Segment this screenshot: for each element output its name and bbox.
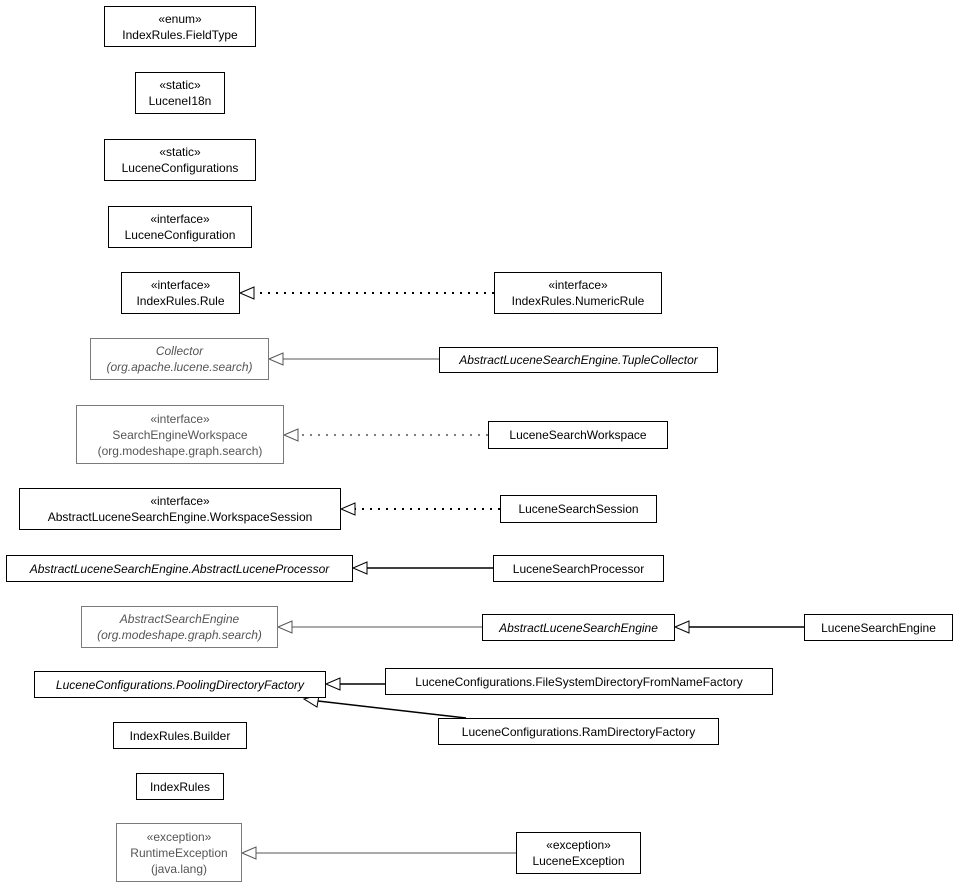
class-name: AbstractLuceneSearchEngine: [499, 620, 658, 635]
class-pooling-directory-factory[interactable]: LuceneConfigurations.PoolingDirectoryFac…: [34, 671, 326, 698]
class-name: Collector: [155, 344, 204, 358]
edge-luceneex-runtimeex: [240, 846, 516, 860]
class-name: AbstractSearchEngine: [119, 612, 240, 626]
class-name: IndexRules.Builder: [129, 728, 231, 743]
edge-lsprocessor-absprocessor: [351, 561, 493, 575]
class-runtime-exception[interactable]: «exception» RuntimeException (java.lang): [116, 823, 242, 882]
class-abstract-search-engine[interactable]: AbstractSearchEngine (org.modeshape.grap…: [81, 606, 278, 648]
class-name: LuceneConfigurations.FileSystemDirectory…: [415, 674, 743, 689]
class-lucene-search-workspace[interactable]: LuceneSearchWorkspace: [488, 421, 668, 449]
class-lucene-search-processor[interactable]: LuceneSearchProcessor: [493, 555, 664, 582]
class-ram-directory-factory[interactable]: LuceneConfigurations.RamDirectoryFactory: [438, 718, 719, 745]
class-name: AbstractLuceneSearchEngine.TupleCollecto…: [459, 353, 698, 367]
class-name: IndexRules: [149, 779, 211, 794]
interface-workspace-session[interactable]: «interface» AbstractLuceneSearchEngine.W…: [19, 488, 341, 530]
edge-numericrule-rule: [238, 286, 494, 300]
stereotype-label: «interface»: [150, 278, 211, 292]
package-label: (org.modeshape.graph.search): [97, 628, 262, 642]
stereotype-label: «exception»: [146, 829, 212, 844]
class-name: LuceneConfiguration: [124, 228, 236, 242]
class-lucene-configurations[interactable]: «static» LuceneConfigurations: [104, 139, 256, 181]
edge-fsfactory-pooling: [324, 677, 385, 691]
stereotype-label: «static»: [159, 145, 201, 159]
class-abstract-lucene-search-engine[interactable]: AbstractLuceneSearchEngine: [482, 614, 675, 641]
class-lucene-search-session[interactable]: LuceneSearchSession: [500, 495, 657, 523]
stereotype-label: «static»: [159, 78, 201, 92]
class-name: LuceneConfigurations.RamDirectoryFactory: [461, 724, 696, 739]
class-name: IndexRules.NumericRule: [511, 294, 645, 308]
edge-tuplecollector-collector: [267, 352, 439, 366]
class-name: LuceneI18n: [148, 94, 212, 108]
interface-search-engine-workspace[interactable]: «interface» SearchEngineWorkspace (org.m…: [76, 405, 284, 464]
class-indexrules-builder[interactable]: IndexRules.Builder: [113, 722, 247, 749]
class-name: LuceneSearchEngine: [821, 620, 936, 635]
edge-lsworkspace-seworkspace: [282, 428, 488, 442]
class-name: RuntimeException: [130, 845, 228, 860]
class-name: LuceneException: [532, 854, 625, 868]
class-name: SearchEngineWorkspace: [112, 427, 248, 442]
class-indexrules-fieldtype[interactable]: «enum» IndexRules.FieldType: [104, 6, 256, 47]
class-name: LuceneConfigurations: [121, 161, 239, 175]
class-name: LuceneConfigurations.PoolingDirectoryFac…: [55, 677, 305, 692]
class-indexrules[interactable]: IndexRules: [136, 773, 224, 800]
stereotype-label: «interface»: [548, 278, 608, 292]
class-lucene-search-engine[interactable]: LuceneSearchEngine: [804, 614, 953, 641]
package-label: (org.apache.lucene.search): [106, 360, 253, 374]
edge-abslucenese-abssearchengine: [276, 620, 482, 634]
class-name: IndexRules.FieldType: [122, 27, 238, 42]
edge-ramfactory-pooling: [302, 694, 467, 719]
class-tuple-collector[interactable]: AbstractLuceneSearchEngine.TupleCollecto…: [439, 347, 718, 373]
class-name: IndexRules.Rule: [136, 294, 225, 308]
class-name: AbstractLuceneSearchEngine.AbstractLucen…: [29, 561, 330, 576]
interface-indexrules-numericrule[interactable]: «interface» IndexRules.NumericRule: [494, 272, 662, 314]
stereotype-label: «enum»: [158, 11, 202, 26]
stereotype-label: «interface»: [150, 494, 210, 508]
class-filesystem-directory-factory[interactable]: LuceneConfigurations.FileSystemDirectory…: [385, 668, 773, 695]
package-label: (java.lang): [150, 861, 208, 876]
class-name: LuceneSearchWorkspace: [509, 428, 647, 442]
stereotype-label: «exception»: [546, 838, 611, 852]
stereotype-label: «interface»: [150, 212, 210, 226]
stereotype-label: «interface»: [150, 411, 210, 426]
edge-lucenese-abslucenese: [673, 620, 804, 634]
interface-lucene-configuration[interactable]: «interface» LuceneConfiguration: [108, 206, 252, 248]
edge-lssession-wssession: [339, 502, 500, 516]
package-label: (org.modeshape.graph.search): [97, 443, 263, 458]
class-name: AbstractLuceneSearchEngine.WorkspaceSess…: [47, 510, 313, 524]
interface-indexrules-rule[interactable]: «interface» IndexRules.Rule: [121, 272, 240, 314]
class-lucene-i18n[interactable]: «static» LuceneI18n: [135, 72, 225, 114]
class-collector[interactable]: Collector (org.apache.lucene.search): [90, 338, 269, 380]
class-abstract-lucene-processor[interactable]: AbstractLuceneSearchEngine.AbstractLucen…: [6, 555, 353, 582]
class-name: LuceneSearchSession: [518, 502, 639, 516]
class-lucene-exception[interactable]: «exception» LuceneException: [516, 832, 641, 874]
class-name: LuceneSearchProcessor: [512, 561, 645, 576]
